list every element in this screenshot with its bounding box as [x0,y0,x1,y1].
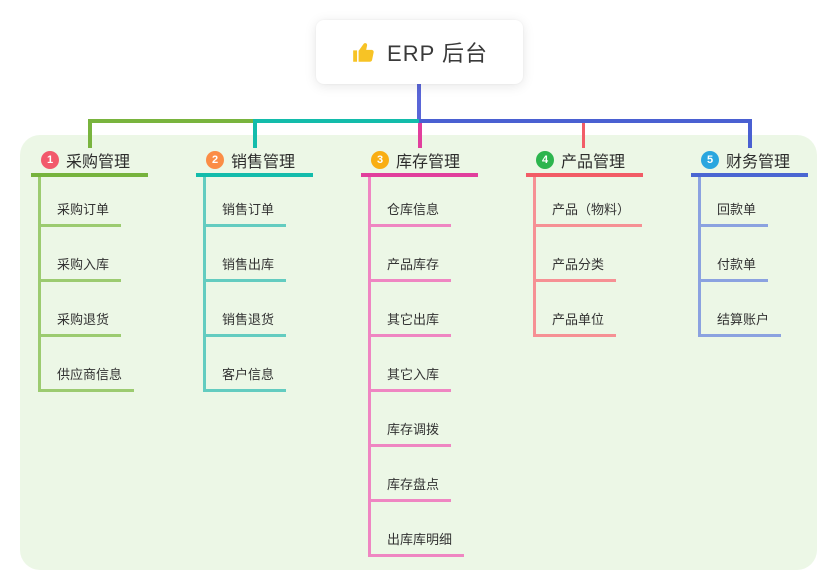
child-node: 客户信息 [203,337,356,392]
branch-title-label: 库存管理 [396,153,461,171]
branch-title-label: 财务管理 [726,153,791,171]
child-node: 采购入库 [38,227,191,282]
child-label[interactable]: 仓库信息 [371,199,452,227]
child-node: 结算账户 [698,282,839,337]
root-node[interactable]: ERP 后台 [316,20,523,84]
root-title: ERP 后台 [387,41,488,66]
branch-sales: 2 销售管理 销售订单 销售出库 销售退货 客户信息 [196,146,356,392]
branch-title-label: 销售管理 [231,153,296,171]
child-node: 采购退货 [38,282,191,337]
child-node: 其它入库 [368,337,521,392]
child-label[interactable]: 客户信息 [206,364,287,392]
child-node: 销售出库 [203,227,356,282]
branch-title-sales[interactable]: 2 销售管理 [196,146,313,177]
child-node: 库存盘点 [368,447,521,502]
branch-badge-1: 1 [41,150,59,169]
branch-title-finance[interactable]: 5 财务管理 [691,146,808,177]
connector-bus-teal [253,119,421,123]
branch-children: 回款单 付款单 结算账户 [698,177,839,337]
branch-children: 仓库信息 产品库存 其它出库 其它入库 库存调拨 库存盘点 出库库明细 [368,177,521,557]
child-label[interactable]: 产品单位 [536,309,617,337]
branches-panel [20,135,817,570]
child-node: 其它出库 [368,282,521,337]
branch-badge-2: 2 [206,150,224,169]
child-label[interactable]: 产品分类 [536,254,617,282]
connector-drop-blue [748,119,752,148]
child-label[interactable]: 采购订单 [41,199,122,227]
child-node: 供应商信息 [38,337,191,392]
branch-badge-5: 5 [701,150,719,169]
branch-children: 销售订单 销售出库 销售退货 客户信息 [203,177,356,392]
child-label[interactable]: 产品库存 [371,254,452,282]
branch-product: 4 产品管理 产品（物料） 产品分类 产品单位 [526,146,686,337]
child-label[interactable]: 回款单 [701,199,769,227]
branch-children: 产品（物料） 产品分类 产品单位 [533,177,686,337]
child-node: 回款单 [698,177,839,227]
branch-title-label: 产品管理 [561,153,626,171]
child-node: 库存调拨 [368,392,521,447]
child-node: 产品库存 [368,227,521,282]
child-node: 付款单 [698,227,839,282]
child-label[interactable]: 产品（物料） [536,199,643,227]
connector-root-line [417,84,421,123]
child-label[interactable]: 采购退货 [41,309,122,337]
connector-drop-red [582,123,585,148]
child-label[interactable]: 采购入库 [41,254,122,282]
child-label[interactable]: 供应商信息 [41,364,135,392]
branch-badge-3: 3 [371,150,389,169]
child-label[interactable]: 销售退货 [206,309,287,337]
child-label[interactable]: 销售订单 [206,199,287,227]
connector-bus-green [88,119,255,123]
branch-title-product[interactable]: 4 产品管理 [526,146,643,177]
child-label[interactable]: 其它入库 [371,364,452,392]
branch-title-purchase[interactable]: 1 采购管理 [31,146,148,177]
connector-drop-green [88,119,92,148]
branch-title-inventory[interactable]: 3 库存管理 [361,146,478,177]
child-label[interactable]: 其它出库 [371,309,452,337]
branch-inventory: 3 库存管理 仓库信息 产品库存 其它出库 其它入库 库存调拨 库存盘点 出库库… [361,146,521,557]
branch-title-label: 采购管理 [66,153,131,171]
child-node: 产品分类 [533,227,686,282]
branch-purchase: 1 采购管理 采购订单 采购入库 采购退货 供应商信息 [31,146,191,392]
child-node: 仓库信息 [368,177,521,227]
branch-badge-4: 4 [536,150,554,169]
child-node: 销售订单 [203,177,356,227]
child-label[interactable]: 出库库明细 [371,529,465,557]
child-label[interactable]: 库存盘点 [371,474,452,502]
child-label[interactable]: 库存调拨 [371,419,452,447]
child-label[interactable]: 结算账户 [701,309,782,337]
branch-finance: 5 财务管理 回款单 付款单 结算账户 [691,146,839,337]
child-node: 出库库明细 [368,502,521,557]
thumbs-up-icon [351,39,377,65]
child-label[interactable]: 销售出库 [206,254,287,282]
connector-drop-magenta [418,123,422,148]
child-node: 产品单位 [533,282,686,337]
child-node: 产品（物料） [533,177,686,227]
child-node: 销售退货 [203,282,356,337]
connector-bus-blue [419,119,752,123]
child-label[interactable]: 付款单 [701,254,769,282]
connector-drop-teal [253,119,257,148]
branch-children: 采购订单 采购入库 采购退货 供应商信息 [38,177,191,392]
child-node: 采购订单 [38,177,191,227]
